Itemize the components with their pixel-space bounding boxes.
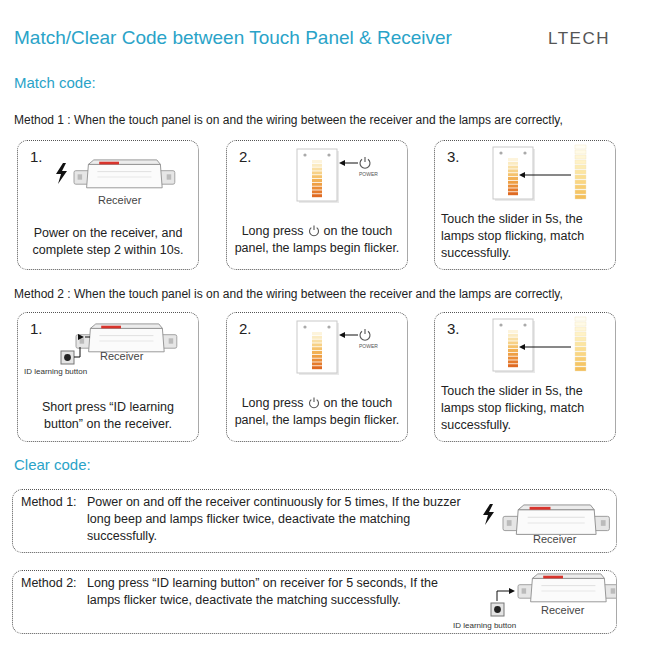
instruction-text: Power on and off the receiver continuous… [87,494,467,545]
clear-method-box: Method 2: Long press “ID learning button”… [12,570,617,634]
method-note: Method 1 : When the touch panel is on an… [14,113,563,127]
step-box: 1. Receiver ID learning buttonShort press … [17,312,199,442]
tiny-label: POWER [359,171,378,178]
step-number: 3. [447,319,460,339]
instruction-text: Long press “ID learning button” on recei… [87,575,472,609]
instruction-text: Long presson the touch panel, the lamps … [231,395,403,429]
part-name: ID learning button [453,621,516,632]
instruction-text: Short press “ID learning button” on the … [22,399,194,433]
clear-method-box: Method 1: Power on and off the receiver c… [12,489,617,553]
step-box: 3. Touch the slider in 5s, the lamps stop… [434,312,616,442]
step-box: 1. ReceiverPower on the receiver, and com… [17,140,199,270]
method-label: Method 2: [21,575,77,592]
step-number: 2. [239,147,252,167]
section-heading: Match code: [14,74,96,91]
part-name: Receiver [533,532,576,547]
instruction-text: Touch the slider in 5s, the lamps stop f… [441,383,613,434]
section-heading: Clear code: [14,456,91,473]
page-title: Match/Clear Code between Touch Panel & R… [14,27,452,49]
instruction-text: Power on the receiver, and complete step… [22,225,194,259]
brand-logo: LTECH [548,29,610,49]
part-name: Receiver [541,603,584,618]
step-number: 3. [447,147,460,167]
step-box: 2. Long presson the touch panel, the lamp… [226,140,408,270]
instruction-text: Long press [242,224,304,238]
part-name: ID learning button [24,367,87,378]
instruction-text: Long presson the touch panel, the lamps … [231,223,403,257]
power-icon [307,223,321,237]
power-icon [307,395,321,409]
part-name: Receiver [98,193,141,208]
part-name: Receiver [100,349,143,364]
tiny-label: POWER [359,343,378,350]
step-number: 1. [30,147,43,167]
step-box: 3. Touch the slider in 5s, the lamps stop… [434,140,616,270]
instruction-text: Touch the slider in 5s, the lamps stop f… [441,211,613,262]
method-note: Method 2 : When the touch panel is on an… [14,287,563,301]
method-label: Method 1: [21,494,77,511]
instruction-text: Long press [242,396,304,410]
step-number: 2. [239,319,252,339]
step-number: 1. [30,319,43,339]
step-box: 2. Long presson the touch panel, the lamp… [226,312,408,442]
